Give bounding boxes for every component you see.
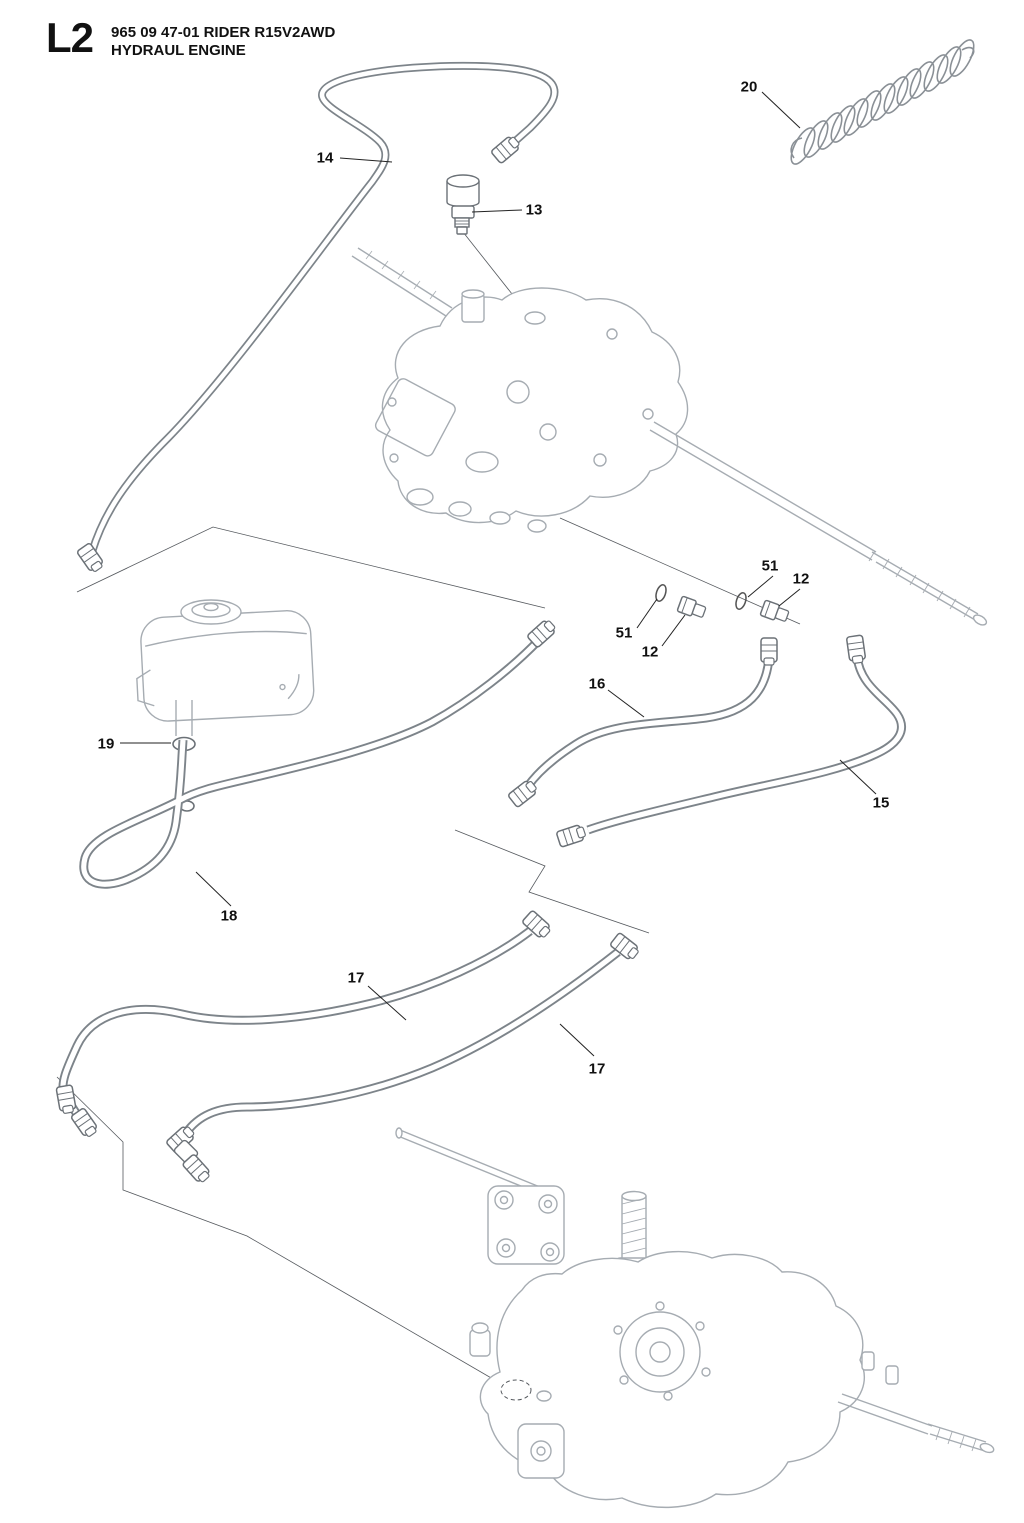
- hose-17-upper: [55, 909, 554, 1140]
- callout-12-right: 12: [792, 570, 810, 588]
- callout-51-left: 51: [615, 624, 633, 642]
- leader-lines: [120, 91, 877, 1057]
- callout-19: 19: [97, 735, 115, 753]
- model-number: 965 09 47-01 RIDER R15V2AWD: [111, 24, 336, 41]
- hose-16: [506, 637, 778, 809]
- callout-16: 16: [588, 675, 606, 693]
- header-text: 965 09 47-01 RIDER R15V2AWD HYDRAUL ENGI…: [111, 18, 335, 60]
- hose-15: [555, 634, 906, 849]
- section-title: HYDRAUL ENGINE: [111, 42, 246, 59]
- o-ring-51-right: [735, 592, 747, 610]
- callout-17-upper: 17: [347, 969, 365, 987]
- diagram-header: L2 965 09 47-01 RIDER R15V2AWD HYDRAUL E…: [46, 14, 335, 61]
- callout-13: 13: [525, 201, 543, 219]
- elbow-fitting-13: [446, 174, 480, 235]
- callout-20: 20: [740, 78, 758, 96]
- callout-17-lower: 17: [588, 1060, 606, 1078]
- callout-12-left: 12: [641, 643, 659, 661]
- coil-spring-20: [790, 39, 975, 165]
- hose-18: [79, 617, 559, 889]
- callout-51-right: 51: [761, 557, 779, 575]
- page-code: L2: [46, 14, 94, 61]
- hose-14: [75, 61, 559, 575]
- reservoir-tank: [136, 599, 315, 736]
- callout-18: 18: [220, 907, 238, 925]
- fitting-12-left: [676, 595, 708, 621]
- fitting-12-right: [759, 599, 791, 625]
- callout-15: 15: [872, 794, 890, 812]
- hose-17-lower: [164, 931, 642, 1186]
- lower-transaxle: [395, 1127, 995, 1509]
- upper-transaxle: [351, 247, 988, 626]
- callout-14: 14: [316, 149, 334, 167]
- o-ring-51-left: [655, 584, 667, 602]
